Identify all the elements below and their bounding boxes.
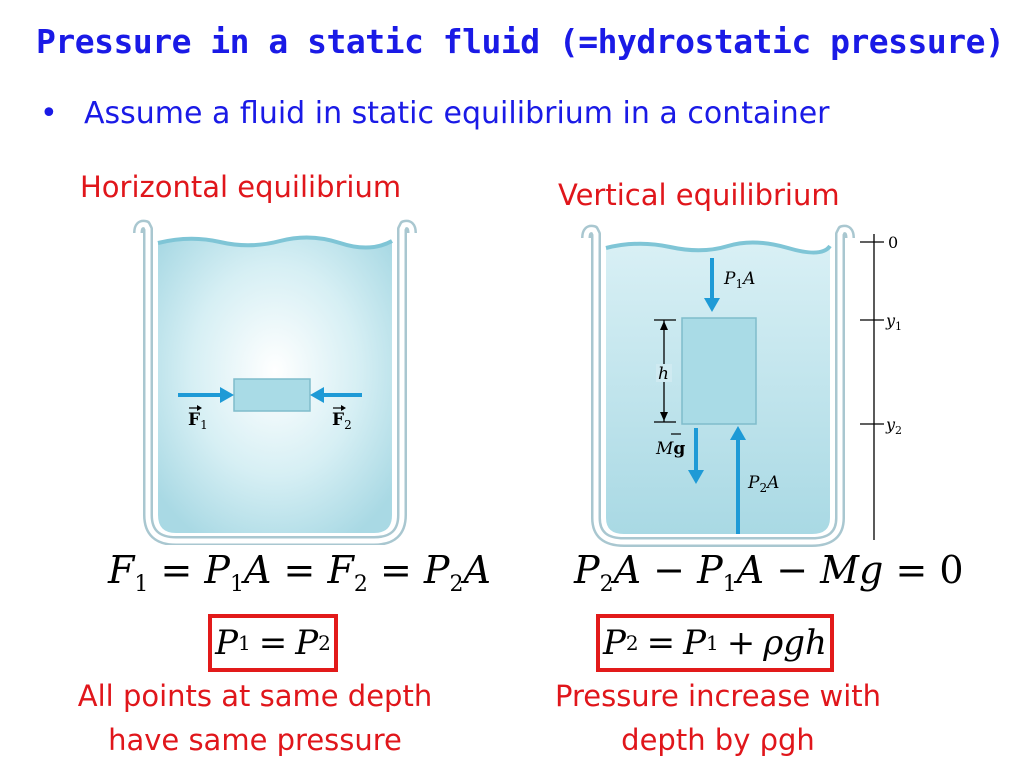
bullet-dot-icon: • [40,96,58,131]
scale-y1-sub: 1 [895,320,902,333]
fluid-surface [157,235,393,250]
f2-label: F [332,410,344,430]
p2a-label-a: A [765,473,779,493]
p1a-label-p: P [723,269,736,289]
f1-arrowhead-icon [220,387,234,403]
weight-arrowhead-icon [688,470,704,484]
scale-zero-label: 0 [888,233,898,252]
fluid-element-block [681,317,757,425]
vertical-equation: P2A − P1A − Mg = 0 [574,548,964,597]
horizontal-equation: F1 = P1A = F2 = P2A [108,548,491,597]
p1a-label-sub: 1 [735,277,743,291]
f2-arrowhead-icon [310,387,324,403]
vertical-heading: Vertical equilibrium [558,178,840,212]
svg-text:y1: y1 [885,311,902,333]
fluid-surface [605,240,832,255]
weight-label-m: M [655,439,674,459]
scale-y2-label: y [885,415,896,434]
svg-text:Mg: Mg [655,439,685,459]
svg-text:F1: F1 [188,410,208,432]
p2a-label-p: P [747,473,760,493]
f1-label-sub: 1 [200,418,208,432]
horizontal-equilibrium-diagram: F1 F2 [133,219,417,545]
svg-text:y2: y2 [885,415,902,437]
svg-text:F2: F2 [332,410,352,432]
svg-text:P1A: P1A [723,269,755,291]
horizontal-heading: Horizontal equilibrium [80,170,402,204]
svg-text:P2A: P2A [747,473,779,495]
slide-title: Pressure in a static fluid (=hydrostatic… [36,22,1005,61]
p2a-arrowhead-icon [730,426,746,440]
scale-y1-label: y [885,311,896,330]
p1a-label-a: A [741,269,755,289]
height-label: h [658,364,669,384]
f1-label: F [188,410,200,430]
fluid-element-block [233,378,311,412]
rho-symbol: ρ [759,723,779,757]
vertical-note: Pressure increase with depth by ρgh [554,679,882,757]
scale-y2-sub: 2 [895,424,902,437]
bullet-item: • Assume a fluid in static equilibrium in… [40,96,830,131]
f2-label-sub: 2 [344,418,352,432]
vertical-equilibrium-diagram: P1A h Mg P2A 0 y1 y2 [581,224,902,547]
bullet-text: Assume a fluid in static equilibrium in … [84,96,830,131]
p2a-label-sub: 2 [759,481,767,495]
horizontal-note: All points at same depth have same press… [77,679,433,757]
p1a-arrowhead-icon [704,298,720,312]
weight-label-g: g [673,439,685,459]
